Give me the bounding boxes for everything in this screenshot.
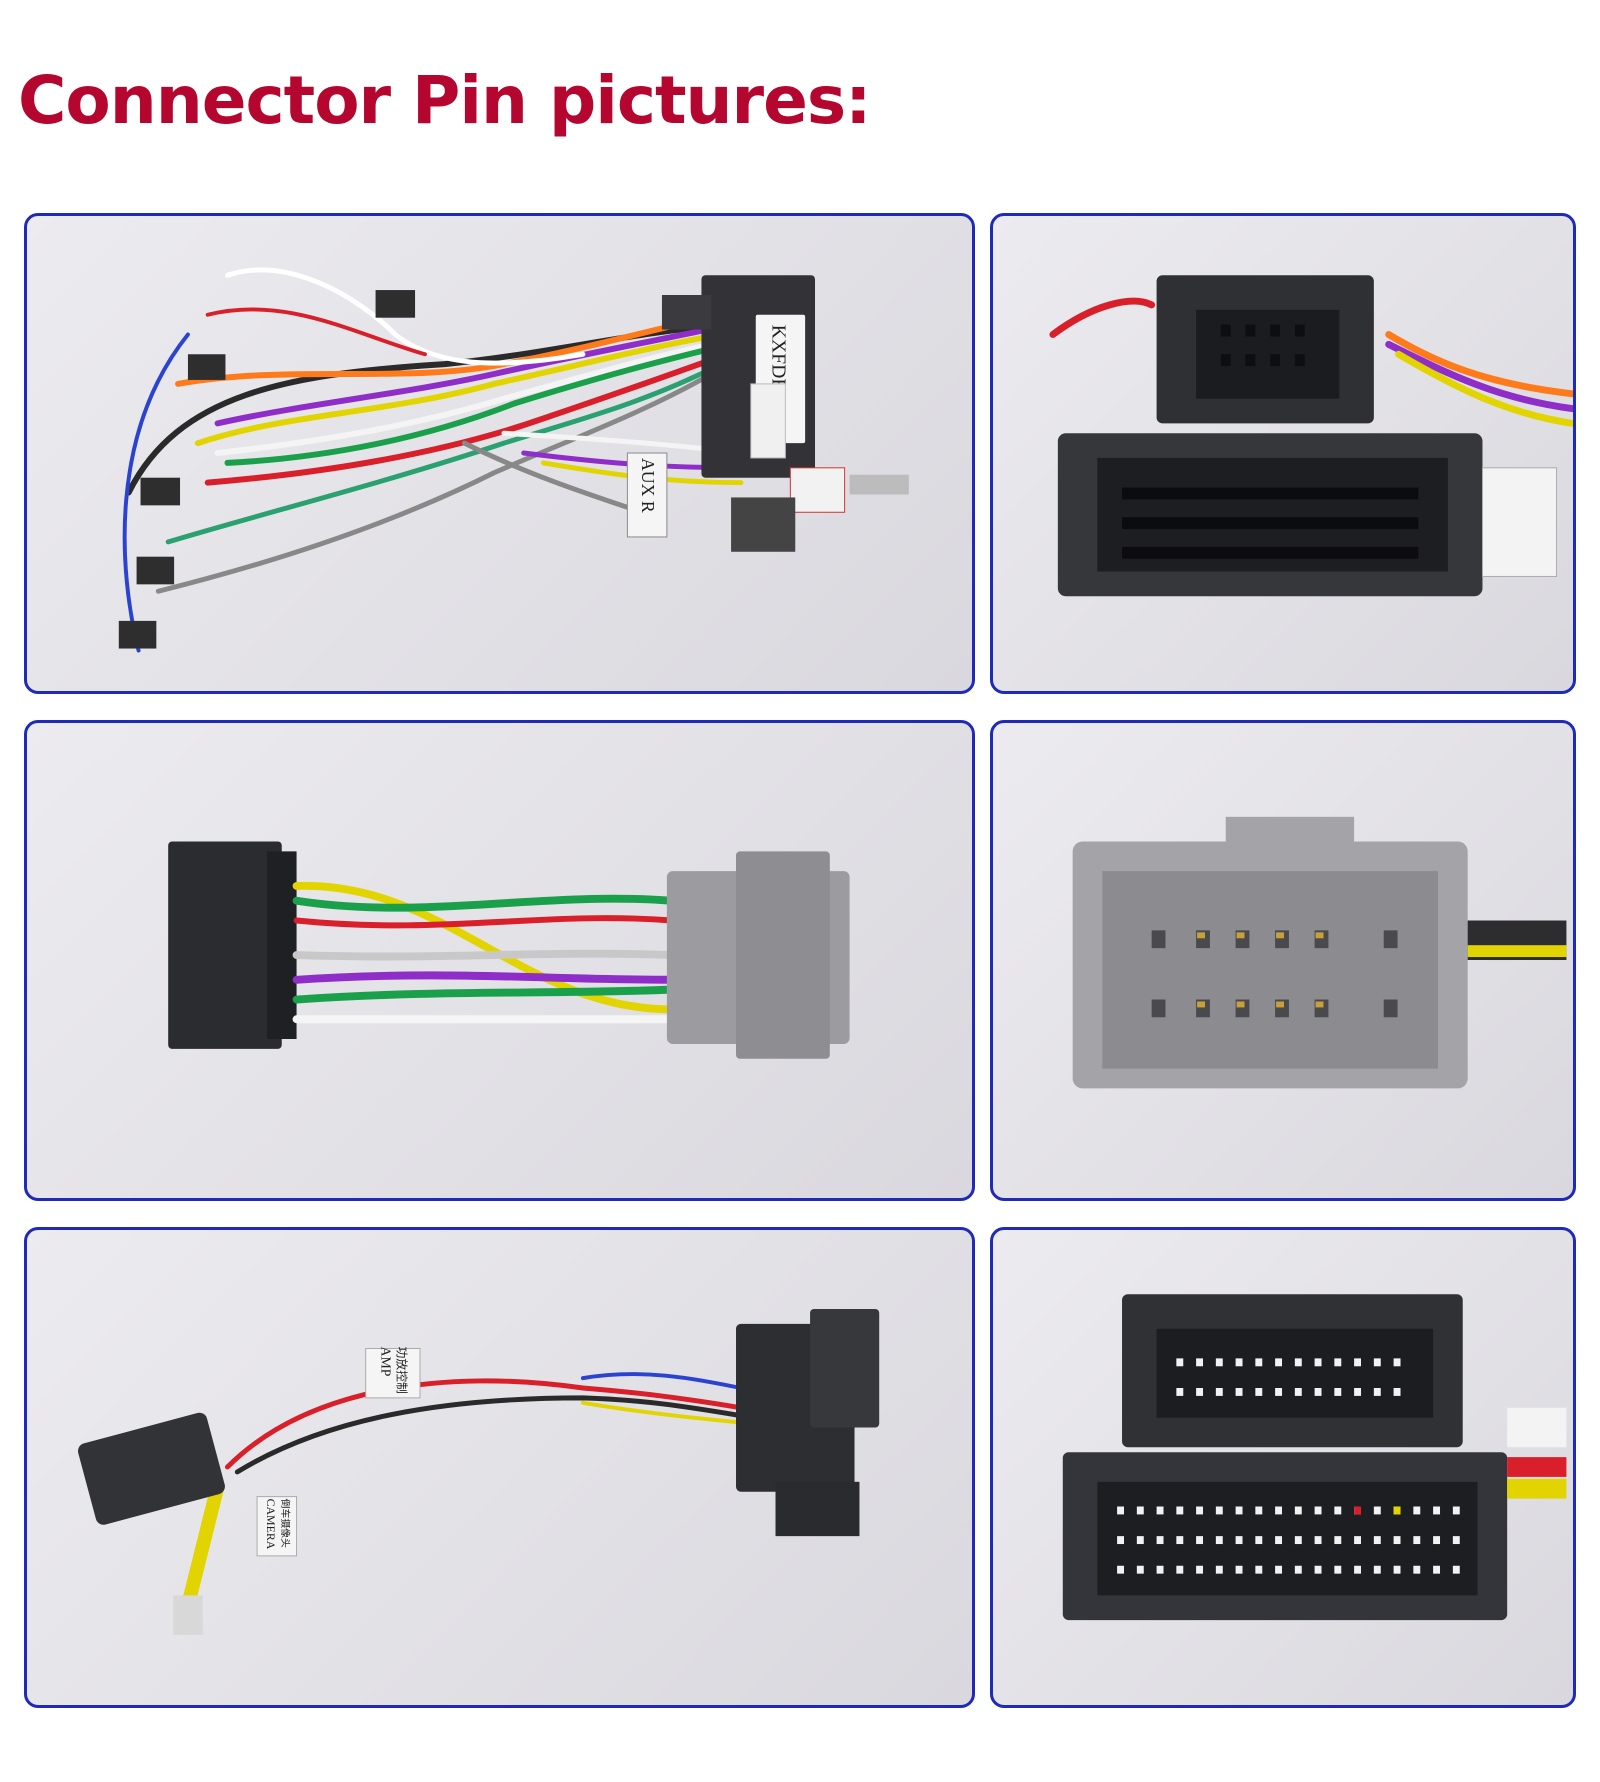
grey-connector-face-photo bbox=[990, 720, 1576, 1201]
page-title: Connector Pin pictures: bbox=[18, 62, 872, 139]
camera-tag-cn-label: 倒车摄像头 bbox=[279, 1499, 292, 1548]
aux-tag-label: AUX R bbox=[638, 458, 658, 513]
amp-tag-cn-label: 功放控制 bbox=[394, 1347, 408, 1394]
adapter-cable-photo bbox=[24, 720, 975, 1201]
amp-tag-en-label: AMP bbox=[378, 1347, 393, 1377]
camera-tag-en-label: CAMERA bbox=[264, 1499, 278, 1550]
stacked-connectors-closeup-photo bbox=[990, 213, 1576, 694]
wiring-harness-photo: KXFDFST93 AUX R bbox=[24, 213, 975, 694]
camera-amp-cable-photo: AMP 功放控制 CAMERA 倒车摄像头 bbox=[24, 1227, 975, 1708]
dual-connector-face-photo bbox=[990, 1227, 1576, 1708]
